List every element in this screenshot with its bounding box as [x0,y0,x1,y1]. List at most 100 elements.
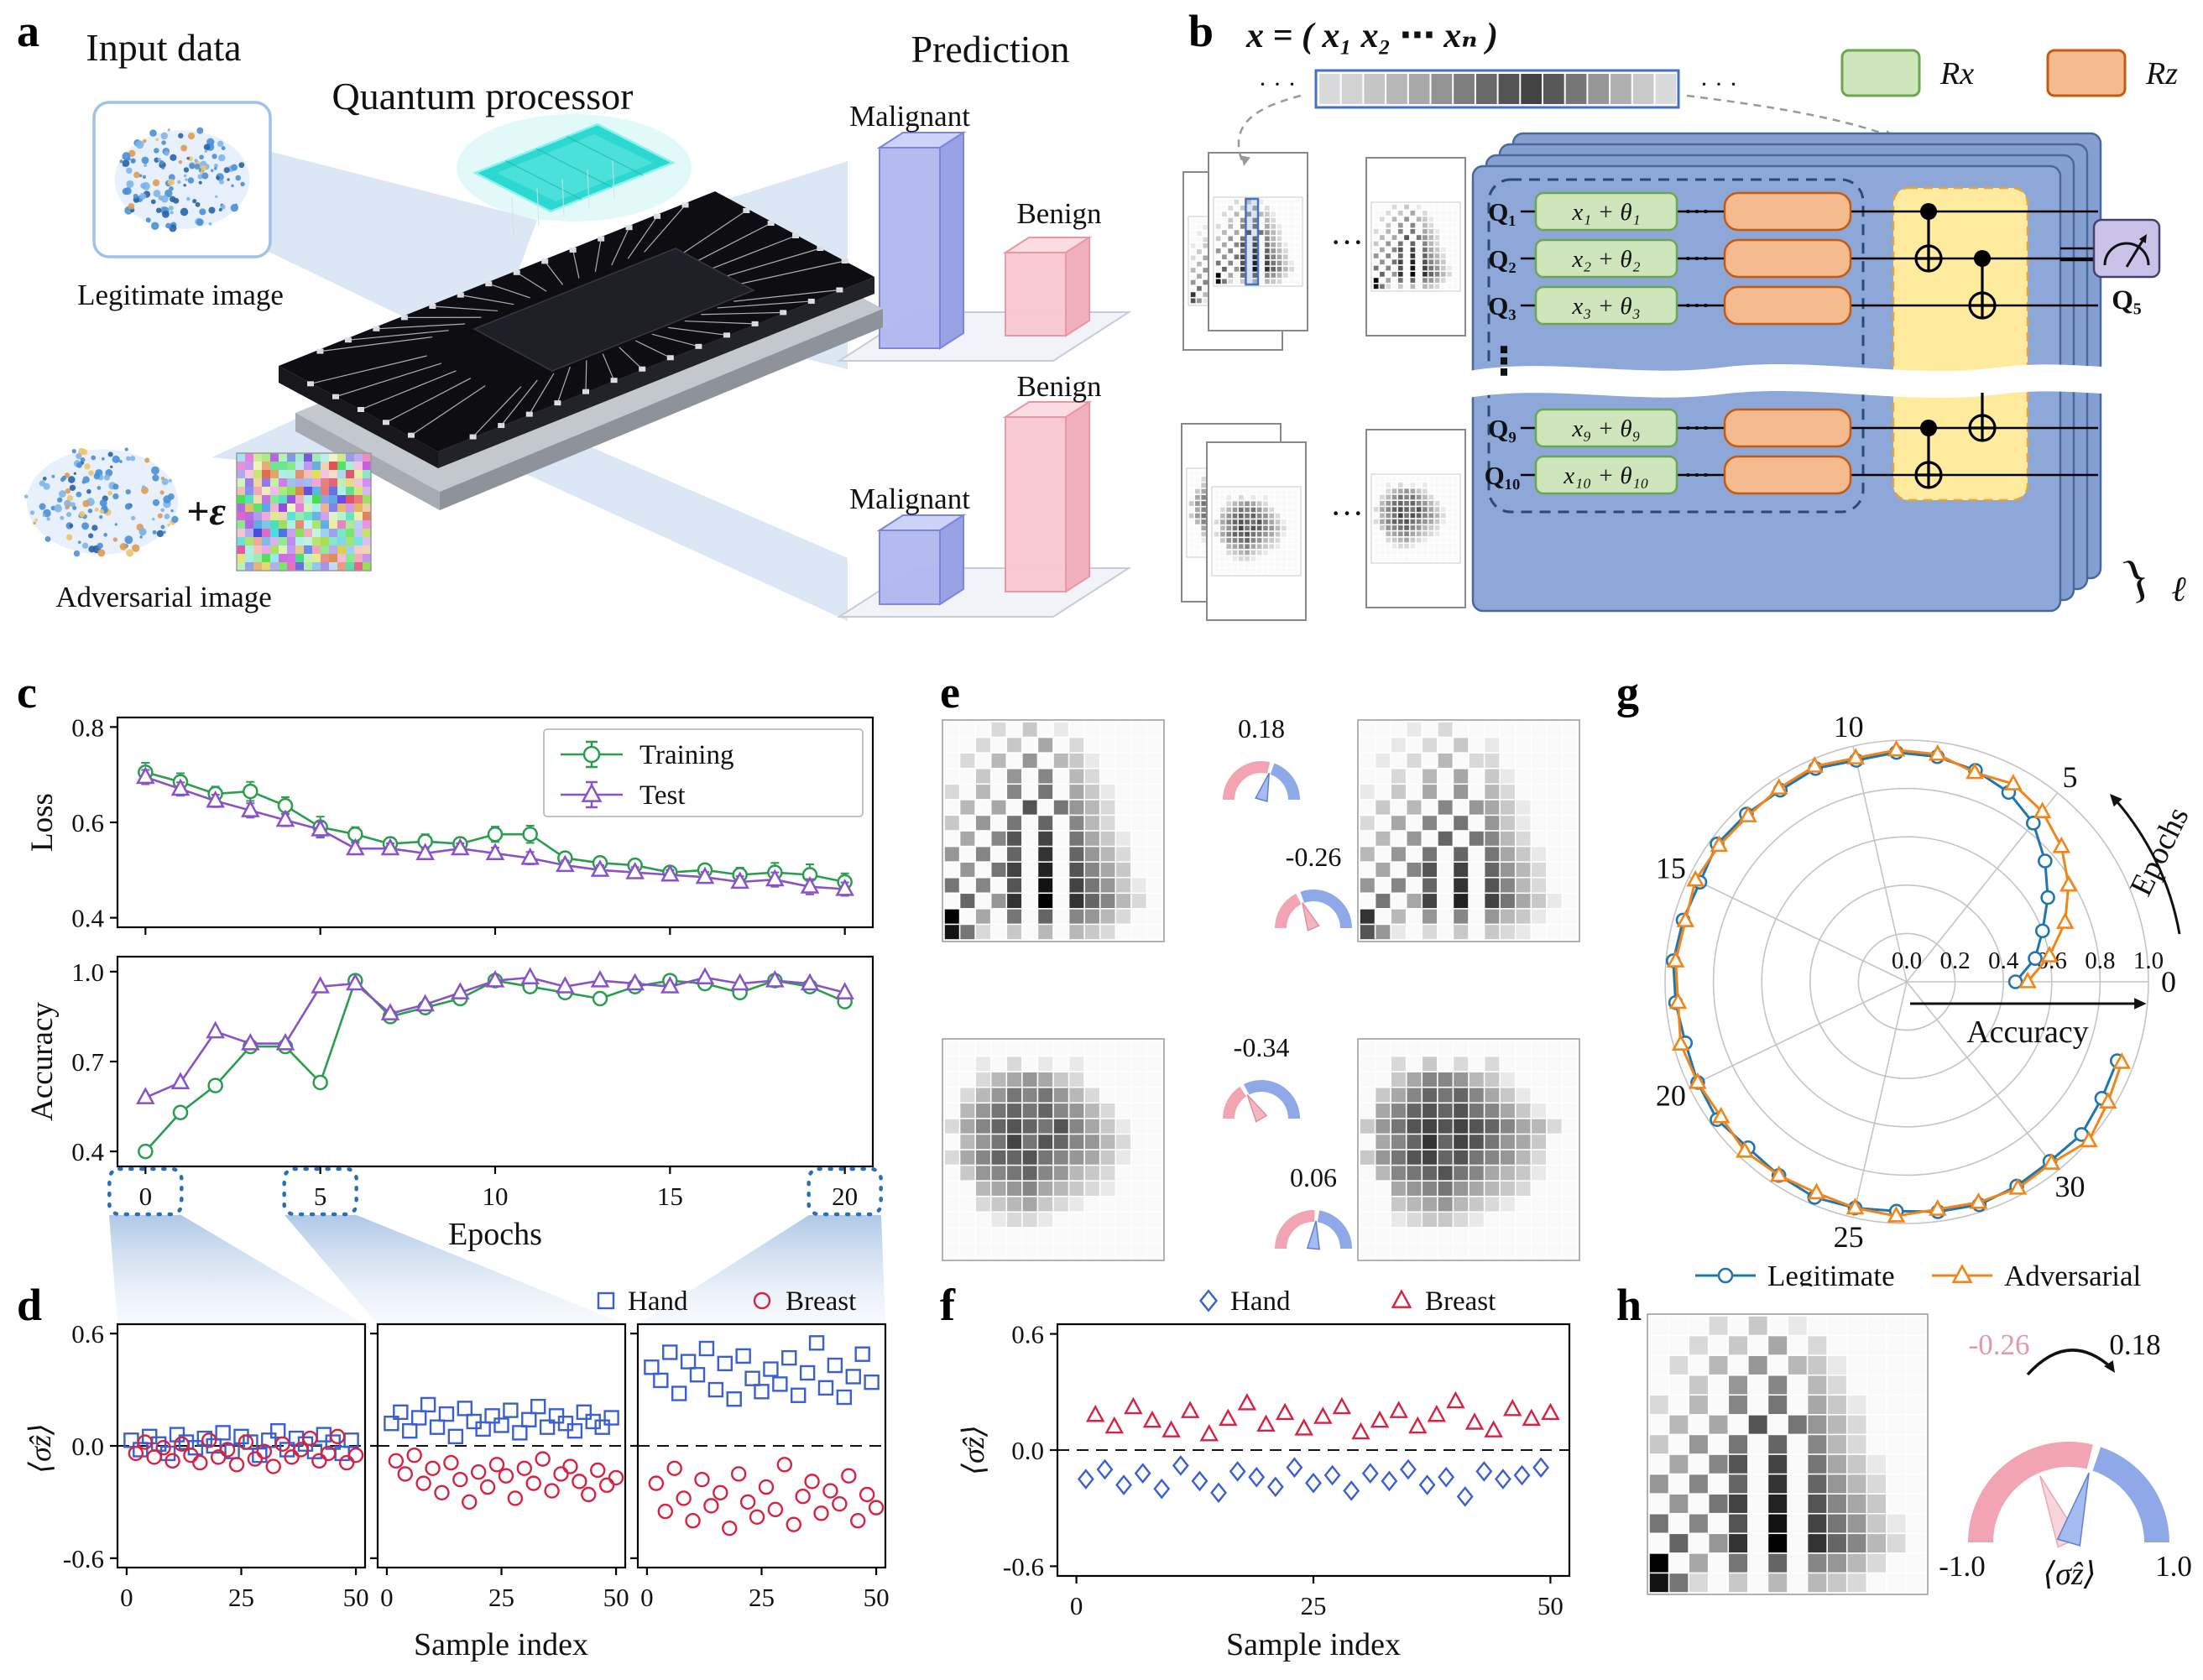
rx-encoding-gate [1534,191,1678,232]
svg-text:50: 50 [603,1583,629,1612]
bar-label-malignant-bottom: Malignant [849,483,970,515]
svg-text:-0.6: -0.6 [63,1544,104,1573]
svg-text:10: 10 [483,1182,509,1211]
breast-stack-frame [1206,441,1307,621]
hand-stack-frame [1365,157,1466,337]
epoch-tick-label: 20 [1656,1078,1686,1112]
rz-gate [1723,285,1852,326]
rz-gate [1723,455,1852,495]
qubit-label: Q₁₀ [1485,461,1521,490]
dashed-arrow-left [1237,94,1302,162]
brain-image [114,127,250,232]
legend-adversarial: Adversarial [2004,1260,2142,1286]
rx-encoding-gate [1534,455,1678,495]
svg-text:20: 20 [832,1182,858,1211]
hand-adversarial-image [1357,719,1580,942]
series-breast [1085,1390,1560,1442]
sigma-z-gauge [1968,1442,2169,1548]
gauge-to-label: 0.18 [2109,1328,2160,1361]
qubit-label: Q₉ [1488,414,1516,443]
rx-encoding-gate [1534,408,1678,448]
panel-label-d: d [17,1280,43,1330]
gauge-value-label: 0.18 [1238,713,1285,743]
svg-text:0.4: 0.4 [71,904,104,933]
heading-prediction: Prediction [911,28,1070,70]
legend-breast: Breast [1425,1286,1496,1317]
heading-quantum-processor: Quantum processor [331,75,634,117]
svg-text:25: 25 [228,1583,254,1612]
svg-text:25: 25 [488,1583,514,1612]
epsilon-label: +ε [186,489,227,534]
rx-gate-label: x₃ + θ₃ [1571,293,1640,320]
qubit-label: Q₁ [1488,197,1516,227]
value-shift-arrow [2026,1349,2113,1376]
pixel-image [1370,473,1461,564]
epochs-direction-arrow [2111,795,2181,935]
pixel-image [1370,201,1461,292]
encoding-dashed-box [1487,178,1865,514]
qubit-vdots: ⋮ [1485,340,1523,383]
loss-axis-label: Loss [25,793,60,852]
legend-rx-box [1840,49,1921,97]
input-vector-formula: x = ( x₁ x₂ ⋯ xₙ ) [1245,17,1498,55]
svg-text:0: 0 [139,1182,153,1211]
series-breast [128,1428,364,1474]
gate-ellipsis: ⋯ [1684,243,1710,273]
svg-text:0.0: 0.0 [1011,1436,1044,1465]
zoom-beam [109,1215,365,1324]
panel-label-c: c [17,667,37,717]
accuracy-tick-label: 0.2 [1939,947,1970,974]
sample-index-axis-label: Sample index [414,1627,588,1662]
zoom-beam [285,1215,625,1324]
svg-text:25: 25 [1301,1591,1327,1620]
accuracy-axis-label: Accuracy [25,1002,60,1121]
panel-label-h: h [1616,1280,1642,1330]
legend-entry-test: Test [639,780,686,811]
rx-gate-label: x₂ + θ₂ [1571,246,1640,273]
panel-label-b: b [1188,6,1214,56]
qubit-label: Q₂ [1488,244,1516,274]
panel-label-f: f [940,1280,955,1330]
series-test [136,967,854,1104]
series-training [138,973,853,1160]
gate-ellipsis: ⋯ [1684,196,1710,226]
hand-stack-frame [1208,152,1308,331]
accuracy-axis-label: Accuracy [1966,1015,2089,1050]
svg-text:-0.6: -0.6 [1003,1552,1044,1581]
light-beam [495,424,848,621]
legend-breast: Breast [786,1286,856,1317]
sigma-z-gauge-label: ⟨σ̂z⟩ [2043,1557,2096,1592]
epoch-highlight-box [807,1166,883,1217]
mini-gauge [1275,890,1352,931]
legend-rz-box [2046,49,2127,97]
svg-text:0.6: 0.6 [71,808,104,837]
svg-text:0.4: 0.4 [71,1137,104,1166]
series-hand [644,1335,880,1407]
mini-gauge [1275,1210,1352,1250]
svg-text:50: 50 [343,1583,369,1612]
measurement-box [2092,218,2161,279]
layers-brace: } [2116,547,2157,609]
panel-label-e: e [940,667,960,717]
series-hand [384,1396,619,1445]
svg-text:50: 50 [1537,1591,1564,1620]
rx-gate-label: x₁₀ + θ₁₀ [1563,462,1649,489]
rz-gate [1723,191,1852,232]
gate-ellipsis: ⋯ [1684,412,1710,442]
series-breast [648,1457,885,1537]
axes-loss: 0.40.60.8 [71,712,874,935]
rx-gate-label: x₉ + θ₉ [1571,415,1640,442]
qubit-label: Q₃ [1488,291,1516,321]
input-vector-bar [1314,69,1680,109]
hand-image-large [1647,1313,1929,1595]
svg-text:0: 0 [120,1583,133,1612]
